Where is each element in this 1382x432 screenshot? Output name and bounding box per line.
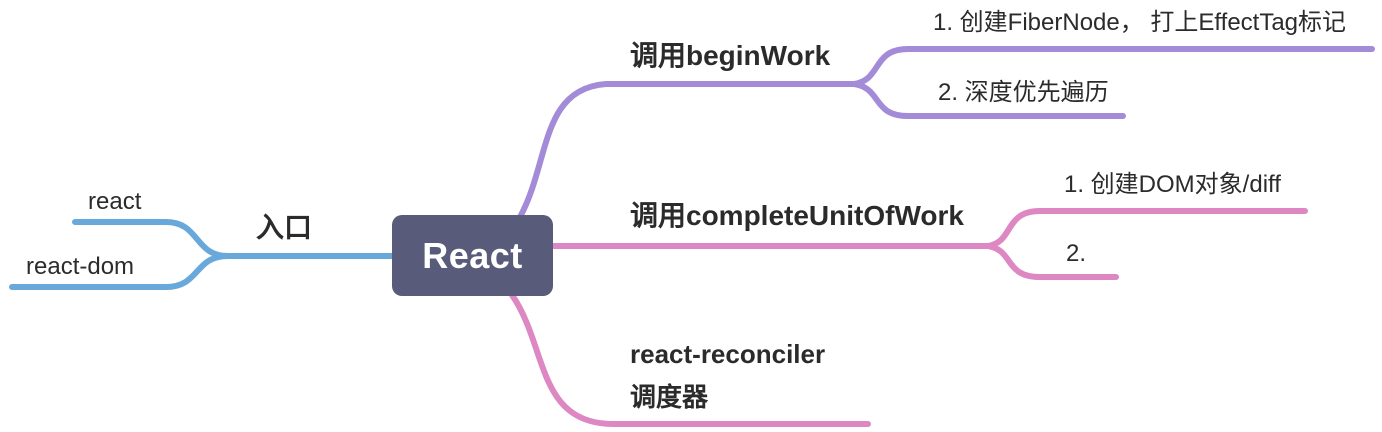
beginwork-child2-line — [851, 81, 1126, 119]
entry-line-react-dom — [9, 253, 231, 290]
complete-child2-line — [985, 243, 1119, 280]
topic-beginwork-child-1[interactable]: 1. 创建FiberNode， 打上EffectTag标记 — [933, 9, 1347, 36]
topic-react[interactable]: react — [88, 188, 142, 215]
topic-entry[interactable]: 入口 — [256, 212, 313, 243]
entry-line-react — [72, 219, 231, 259]
complete-child1-line — [985, 208, 1308, 249]
root-node[interactable]: React — [392, 215, 553, 296]
topic-reconciler-sub[interactable]: 调度器 — [630, 382, 709, 412]
reconciler-branch-line — [509, 292, 871, 427]
topic-complete[interactable]: 调用completeUnitOfWork — [630, 200, 964, 231]
topic-complete-child-2[interactable]: 2. — [1066, 240, 1087, 267]
root-node-label: React — [422, 234, 523, 276]
topic-reconciler[interactable]: react-reconciler — [630, 339, 826, 369]
beginwork-child1-line — [851, 46, 1375, 87]
topic-react-dom[interactable]: react-dom — [26, 253, 135, 280]
topic-beginwork[interactable]: 调用beginWork — [630, 40, 831, 71]
topic-beginwork-child-2[interactable]: 2. 深度优先遍历 — [938, 79, 1109, 106]
beginwork-branch-line — [517, 81, 859, 220]
topic-complete-child-1[interactable]: 1. 创建DOM对象/diff — [1064, 171, 1281, 198]
